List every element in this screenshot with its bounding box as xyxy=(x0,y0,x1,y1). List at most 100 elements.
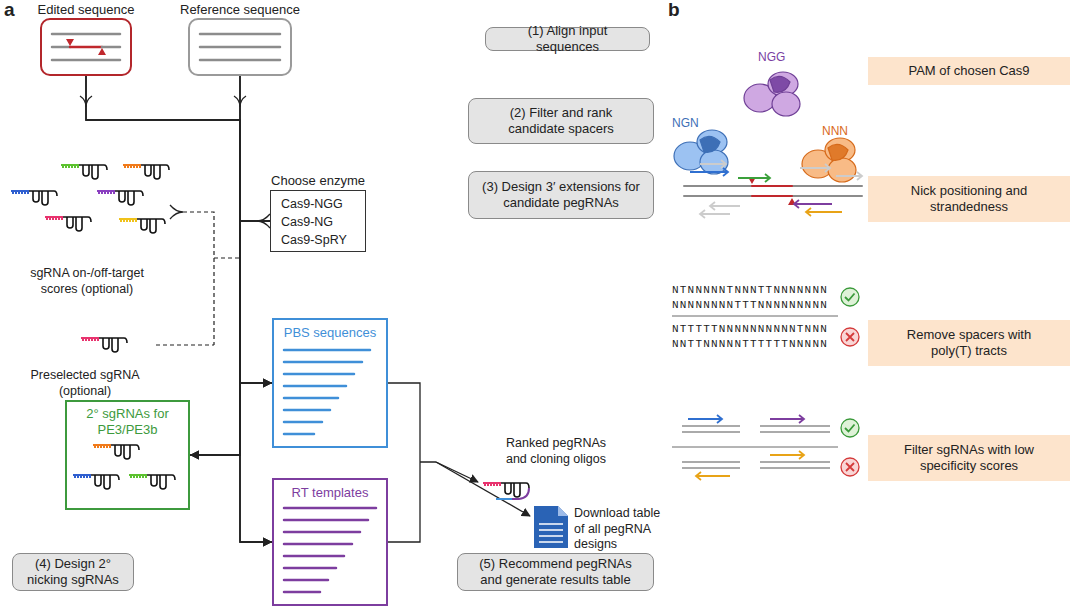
nick-marker xyxy=(748,177,796,205)
cross-icon xyxy=(846,333,854,341)
node-title: Remove spacers with poly(T) tracts xyxy=(902,327,1036,360)
rt-lines xyxy=(284,543,352,546)
pbs-lines xyxy=(284,349,370,352)
check-icon xyxy=(845,294,855,301)
criterion-box: Filter sgRNAs with low specificity score… xyxy=(868,435,1070,481)
pbs-lines xyxy=(284,433,314,436)
sequence-text: NTTTTTNNNNNNNNNNTNNN xyxy=(672,323,828,336)
cas9-nnn xyxy=(825,138,855,162)
cross-icon xyxy=(841,328,859,346)
cas9-nnn xyxy=(828,158,856,182)
document-icon xyxy=(534,506,568,548)
pegrna-icon xyxy=(483,483,529,497)
cas9-ngn xyxy=(700,150,728,174)
criterion-box: PAM of chosen Cas9 xyxy=(868,57,1070,85)
output-connector xyxy=(436,462,530,516)
spacer-arrow xyxy=(688,415,722,423)
spacer-arrow xyxy=(710,202,740,210)
node-text: Cas9-NG xyxy=(281,213,365,231)
sgrna-icon xyxy=(97,191,143,205)
sequence-lines xyxy=(52,34,280,60)
step-box: (4) Design 2° nicking sgRNAs xyxy=(12,553,134,591)
spacer-arrow xyxy=(696,472,730,480)
sgrna-icon xyxy=(93,445,139,459)
sgrna-icon xyxy=(81,338,127,352)
check-icon xyxy=(841,288,859,437)
rt-lines xyxy=(284,519,368,522)
document-icon xyxy=(558,506,568,516)
merge-fork xyxy=(80,96,270,228)
spacer-arrow xyxy=(770,451,804,459)
specificity-duplex xyxy=(682,426,830,468)
spacer-arrow xyxy=(700,210,730,218)
pam-label: NNN xyxy=(822,124,848,139)
sgrna-icon xyxy=(123,165,169,179)
sgrna-icon xyxy=(73,475,119,489)
dna-duplex xyxy=(684,185,862,187)
spacer-arrow xyxy=(738,174,770,182)
sequence-lines xyxy=(200,33,280,36)
cas9-ngn xyxy=(700,136,720,152)
rt-lines xyxy=(284,567,336,570)
edit-marker xyxy=(66,39,106,55)
cas9-ngn xyxy=(697,130,727,154)
rt-lines xyxy=(284,531,360,534)
node-title: (3) Design 3′ extensions for candidate p… xyxy=(481,179,641,212)
pbs-lines xyxy=(284,385,346,388)
cas9-ngg xyxy=(772,92,800,116)
pbs-lines xyxy=(284,409,330,412)
spacer-arrow xyxy=(700,160,726,168)
node-title: (2) Filter and rank candidate spacers xyxy=(481,105,641,138)
spacer-arrow xyxy=(800,164,830,172)
merge-fork xyxy=(234,96,246,107)
dna-duplex xyxy=(684,195,862,197)
sequence-box: Reference sequence xyxy=(188,18,292,76)
step-box: (5) Recommend pegRNAs and generate resul… xyxy=(457,553,654,591)
flow-connector xyxy=(240,76,272,542)
sgrna-icon xyxy=(119,219,165,233)
pegrna-icon xyxy=(512,488,529,499)
node-text: Cas9-NGG xyxy=(281,195,365,213)
node-title: Reference sequence xyxy=(160,2,320,18)
cas9-nnn xyxy=(828,144,848,160)
dna-duplex xyxy=(752,185,792,187)
pbs-lines xyxy=(284,361,362,364)
spacer-arrow xyxy=(836,172,862,180)
spacer-arrow xyxy=(806,208,842,216)
pbs-box: PBS sequences xyxy=(272,318,388,448)
pegrna-icon xyxy=(483,483,529,499)
spacer-arrow xyxy=(688,415,804,480)
cross-icon xyxy=(841,328,859,476)
node-title: PAM of chosen Cas9 xyxy=(908,63,1029,79)
rt-lines xyxy=(284,591,320,594)
sequence-text: NNNNNNNNTTTNNNNNNNNN xyxy=(672,299,828,312)
flow-connector xyxy=(240,221,272,383)
flow-connector xyxy=(86,76,240,455)
criterion-box: Nick positioning and strandedness xyxy=(868,176,1070,222)
check-icon xyxy=(845,425,855,432)
step-box: (3) Design 3′ extensions for candidate p… xyxy=(468,171,654,219)
flow-connector xyxy=(86,76,272,542)
sequence-lines xyxy=(52,46,70,49)
cross-icon xyxy=(846,463,854,471)
rt-lines xyxy=(284,555,344,558)
node-title: Nick positioning and strandedness xyxy=(902,183,1036,216)
specificity-duplex xyxy=(682,426,830,432)
sequence-text: NNTTNNNNNTTTTTTNNNNN xyxy=(672,338,828,351)
dna-duplex xyxy=(684,186,862,196)
node-title: Filter sgRNAs with low specificity score… xyxy=(902,442,1036,475)
pegrna-icon xyxy=(496,498,512,500)
sequence-lines xyxy=(70,46,102,49)
node-title: Choose enzyme xyxy=(251,173,385,189)
flow-connector xyxy=(240,76,272,383)
sequence-lines xyxy=(52,59,120,62)
output-label: Ranked pegRNAs and cloning oligos xyxy=(500,436,612,467)
step-box: (2) Filter and rank candidate spacers xyxy=(468,98,654,144)
spacer-arrow xyxy=(690,160,862,218)
pbs-lines xyxy=(284,373,354,376)
sgrna-icon xyxy=(129,475,175,489)
sequence-lines xyxy=(102,46,120,49)
merge-fork xyxy=(257,214,270,228)
